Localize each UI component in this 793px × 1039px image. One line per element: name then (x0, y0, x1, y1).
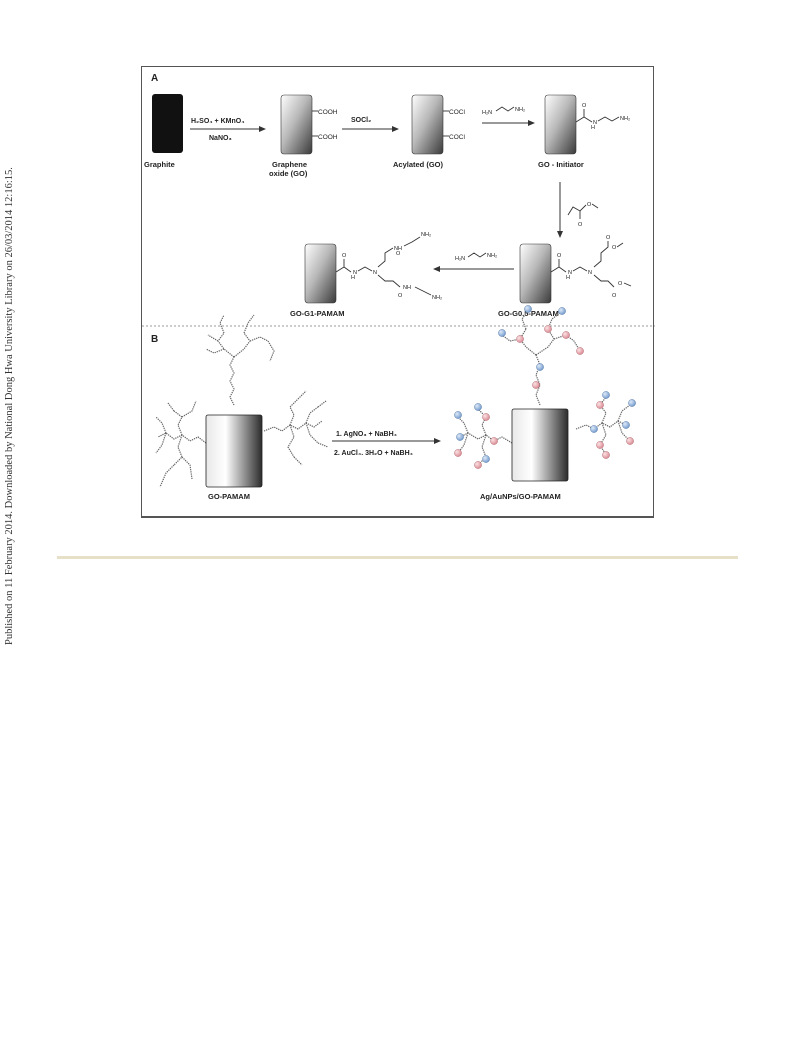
reaction-scheme-figure: A Graphite H₂SO₄ + KMnO₄ NaNO₃ COOH COOH… (141, 66, 655, 518)
scheme-canvas: A Graphite H₂SO₄ + KMnO₄ NaNO₃ COOH COOH… (142, 73, 655, 501)
product-label: Ag/AuNPs/GO-PAMAM (480, 492, 561, 501)
g1-chain (357, 266, 373, 272)
go-pamam-dendrimer (155, 314, 329, 488)
g05-label: GO-G0.5-PAMAM (498, 309, 559, 318)
g05-arm-down (593, 274, 615, 288)
panel-b-label: B (151, 334, 158, 345)
initiator-h: H (591, 125, 595, 131)
ag-au-sheet (511, 408, 569, 482)
acrylate-o2: O (587, 202, 592, 208)
g05-h: H (566, 275, 570, 281)
acylated-label: Acylated (GO) (393, 160, 444, 169)
g1-arm-up (377, 247, 394, 268)
initiator-label: GO - Initiator (538, 160, 584, 169)
acrylate-chain (567, 204, 587, 216)
eda-h2n: H₂N (482, 110, 492, 116)
initiator-n: N (593, 120, 597, 126)
g05-o3: O (606, 235, 611, 241)
g1-nh2-up: NH₂ (421, 232, 431, 238)
cocl-group-top: COCl (449, 109, 465, 116)
oxidation-reagents: H₂SO₄ + KMnO₄ (191, 118, 245, 125)
g1-arm-down (377, 274, 401, 288)
g1-arm-down-tail (414, 286, 432, 296)
gold-nanoparticles (454, 325, 634, 469)
eda2-h2n: H₂N (455, 256, 465, 262)
g1-h: H (351, 275, 355, 281)
graphene-oxide-sheet (280, 94, 313, 155)
g1-o2: O (396, 251, 401, 257)
go-initiator-sheet (544, 94, 577, 155)
silver-step: 1. AgNO₃ + NaBH₄ (336, 431, 397, 438)
go-label-line2: oxide (GO) (269, 169, 308, 178)
gold-step: 2. AuCl₄. 3H₂O + NaBH₄ (334, 450, 413, 457)
g05-o1: O (557, 253, 562, 259)
graphite-label: Graphite (144, 160, 175, 169)
g1-nh-down: NH (403, 285, 411, 291)
initiator-chain (597, 116, 620, 122)
go-g1-sheet (304, 243, 337, 304)
page-divider-rule (57, 556, 738, 559)
publication-note: Published on 11 February 2014. Downloade… (4, 167, 15, 645)
go-pamam-label: GO-PAMAM (208, 492, 250, 501)
acylation-reagent: SOCl₂ (351, 117, 371, 124)
graphite-block (152, 94, 183, 153)
cocl-group-bottom: COCl (449, 134, 465, 141)
go-g05-sheet (519, 243, 552, 304)
g05-arm-up (593, 241, 609, 268)
acylated-go-sheet (411, 94, 444, 155)
go-pamam-sheet (205, 414, 263, 488)
eda-nh2: NH₂ (515, 107, 525, 113)
g1-o1: O (342, 253, 347, 259)
g1-n1: N (353, 270, 357, 276)
nitrate-reagent: NaNO₃ (209, 135, 232, 142)
g1-nh-up: NH (394, 246, 402, 252)
initiator-o: O (582, 103, 587, 109)
g1-carbonyl (335, 259, 345, 273)
initiator-carbonyl (575, 109, 585, 123)
g05-chain (572, 266, 588, 272)
g1-o3: O (398, 293, 403, 299)
panel-a-label: A (151, 73, 158, 84)
g1-nh2-down: NH₂ (432, 295, 442, 301)
acrylate-o1: O (578, 222, 583, 228)
g1-arm-up-tail (403, 236, 421, 247)
go-label-line1: Graphene (272, 160, 307, 169)
eda2-chain (467, 252, 487, 258)
cooh-group-bottom: COOH (318, 134, 338, 141)
g05-n1: N (568, 270, 572, 276)
g1-n2: N (373, 270, 377, 276)
g05-o4: O (612, 293, 617, 299)
g05-o5: O (618, 281, 623, 287)
eda2-nh2: NH₂ (487, 253, 497, 259)
g05-carbonyl (550, 259, 560, 273)
silver-nanoparticles (454, 305, 636, 463)
g05-n2: N (588, 270, 592, 276)
initiator-nh2: NH₂ (620, 116, 630, 122)
g05-o2: O (612, 245, 617, 251)
cooh-group-top: COOH (318, 109, 338, 116)
eda-chain (495, 106, 515, 112)
g1-label: GO-G1-PAMAM (290, 309, 344, 318)
